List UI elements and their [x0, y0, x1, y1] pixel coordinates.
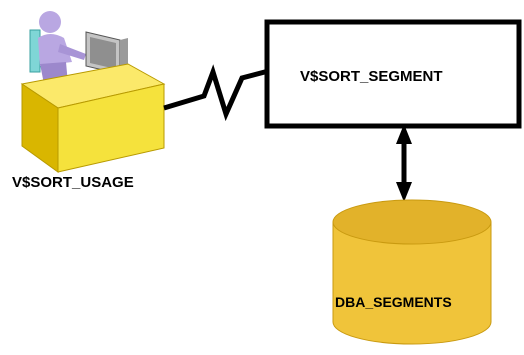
user-workstation-label: V$SORT_USAGE [12, 174, 134, 191]
dba-segments-label: DBA_SEGMENTS [335, 294, 452, 310]
user-workstation-icon [20, 11, 166, 173]
sort-segment-label: V$SORT_SEGMENT [300, 68, 443, 85]
sort-segment-box [264, 19, 522, 129]
database-cylinder-icon [332, 199, 492, 345]
double-arrow-connector [396, 124, 412, 202]
network-link-connector [163, 64, 281, 122]
person-icon [38, 11, 86, 84]
